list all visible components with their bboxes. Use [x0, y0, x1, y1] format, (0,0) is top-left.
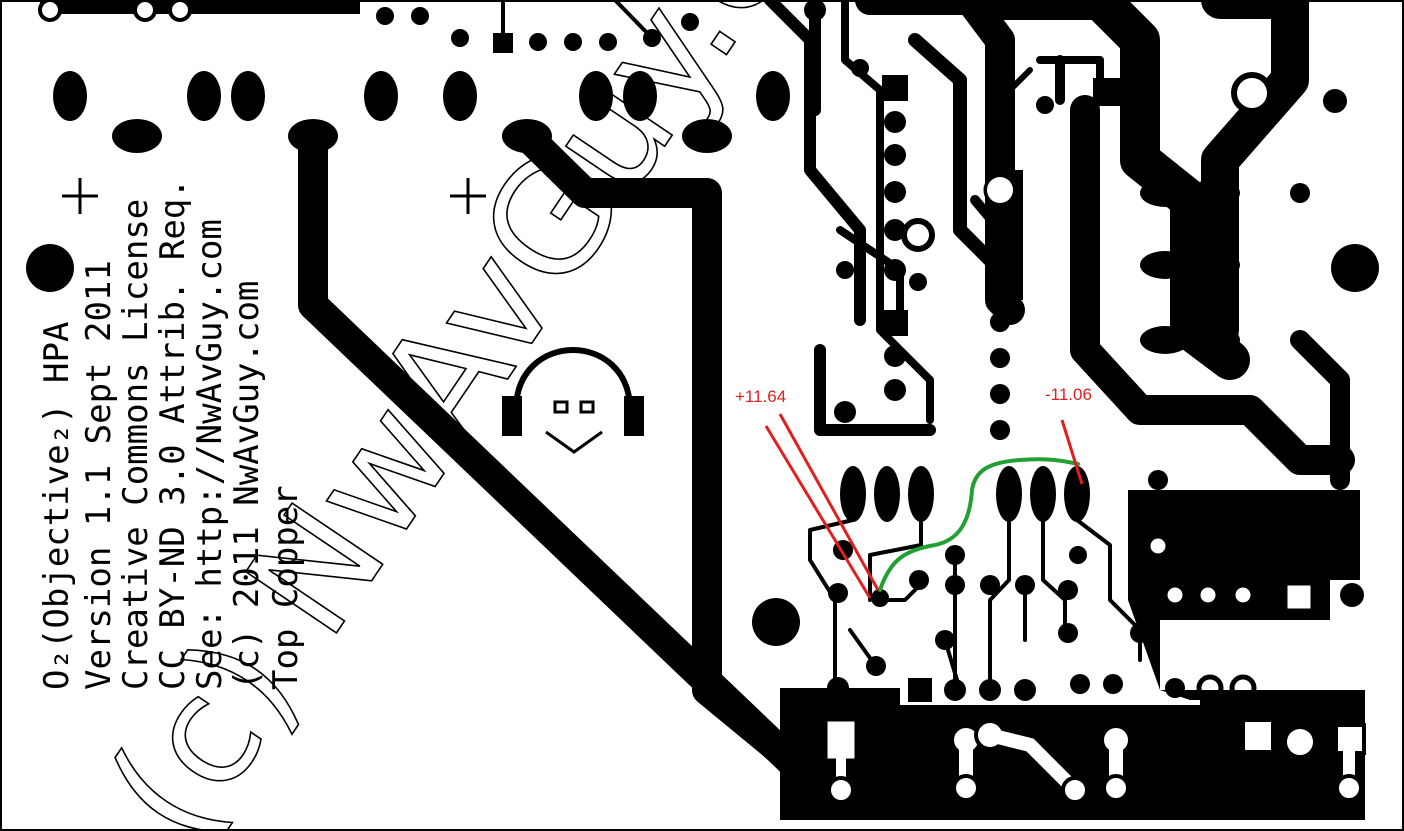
silkscreen-line-3: Creative Commons License	[116, 199, 156, 690]
right-heavy-copper	[980, 0, 1355, 490]
silkscreen-line-7: Top Copper	[266, 485, 306, 690]
lower-middle-pads	[827, 540, 1185, 702]
right-lower-block	[1128, 490, 1365, 720]
green-jumper-wire	[878, 457, 1080, 592]
headphone-smiley-logo	[502, 347, 644, 454]
positive-probe-line-2	[778, 413, 880, 591]
upper-middle-pads	[804, 0, 1121, 440]
top-left-traces	[38, 0, 699, 53]
silkscreen-line-2: Version 1.1 Sept 2011	[79, 260, 119, 690]
silkscreen-line-5: See: http://NwAvGuy.com	[190, 219, 230, 690]
positive-probe-line-1	[764, 425, 872, 599]
silkscreen-line-6: (c) 2011 NwAvGuy.com	[227, 281, 267, 690]
silkscreen-line-4: CC BY-ND 3.0 Attrib. Req.	[153, 178, 193, 690]
voltage-annotations: +11.64 -11.06	[735, 385, 1092, 599]
silkscreen-line-1: O₂(Objective₂) HPA	[37, 322, 77, 690]
mounting-holes	[26, 244, 1379, 646]
positive-voltage-label: +11.64	[735, 387, 786, 406]
negative-probe-line	[1060, 419, 1084, 485]
right-pads	[1140, 72, 1347, 490]
silkscreen-text: O₂(Objective₂) HPA Version 1.1 Sept 2011…	[37, 178, 306, 690]
plus-markers	[62, 178, 486, 214]
ic-pad-row	[840, 466, 1090, 522]
bottom-ground-plane	[780, 688, 1366, 820]
power-traces	[298, 121, 825, 790]
negative-voltage-label: -11.06	[1045, 385, 1092, 404]
